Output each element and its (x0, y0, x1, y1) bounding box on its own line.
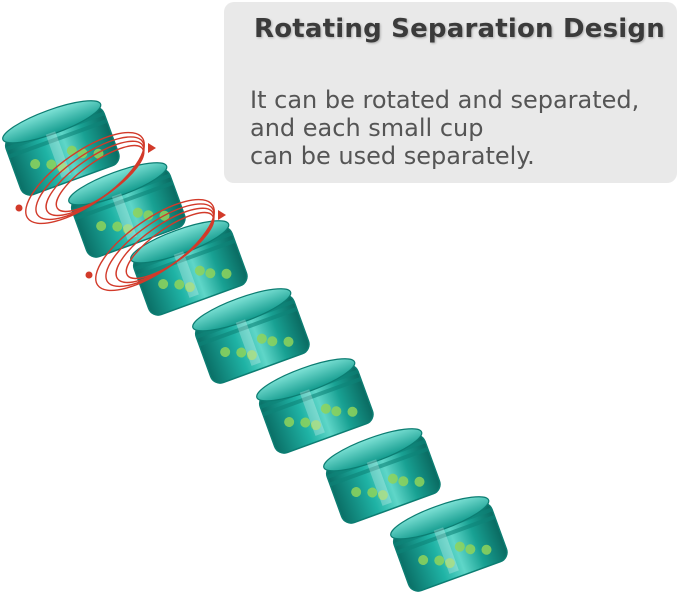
rotation-ring (55, 144, 145, 213)
info-line-3: can be used separately. (250, 142, 535, 170)
info-body: It can be rotated and separated, and eac… (250, 86, 679, 170)
pill-cup (323, 428, 441, 524)
info-title: Rotating Separation Design (254, 14, 665, 44)
pill-cup (192, 288, 310, 384)
rotation-ring (125, 211, 215, 280)
info-line-1: It can be rotated and separated, (250, 86, 640, 114)
pill-cup (130, 220, 248, 316)
ring-arrow-icon (148, 143, 156, 153)
info-box: Rotating Separation Design It can be rot… (224, 2, 677, 183)
info-line-2: and each small cup (250, 114, 484, 142)
rotation-rings (15, 131, 226, 292)
ring-endpoint-dot (15, 204, 23, 212)
ring-arrow-icon (218, 210, 226, 220)
pill-cup (390, 496, 508, 592)
ring-endpoint-dot (85, 271, 93, 279)
pill-cup (2, 100, 120, 196)
pill-cup (256, 358, 374, 454)
